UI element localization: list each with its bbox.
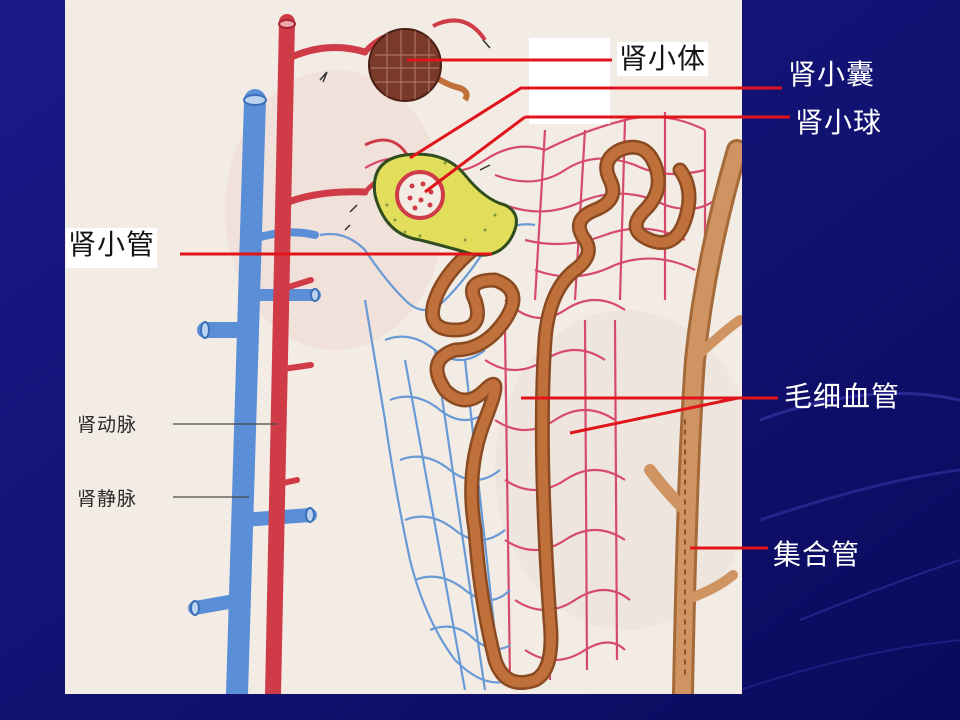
renal-artery-vessel [265,14,369,694]
renal-corpuscle-sphere [362,18,487,102]
label-glomerulus: 肾小球 [795,106,883,139]
renal-tubule-vessel [425,139,697,690]
label-renal-corpuscle: 肾小体 [617,42,709,76]
label-mask-mid [529,72,610,124]
label-renal-capsule: 肾小囊 [788,58,876,91]
label-collecting-duct: 集合管 [773,538,861,571]
label-renal-tubule: 肾小管 [66,228,158,268]
label-renal-artery: 肾动脉 [77,414,138,436]
label-renal-vein: 肾静脉 [77,488,138,510]
label-capillaries: 毛细血管 [784,380,901,413]
collecting-duct-vessel [644,139,742,694]
nephron-illustration [65,0,742,694]
renal-vein-vessel [188,89,321,694]
bowman-capsule-group [363,138,518,257]
label-mask-top [529,38,610,74]
